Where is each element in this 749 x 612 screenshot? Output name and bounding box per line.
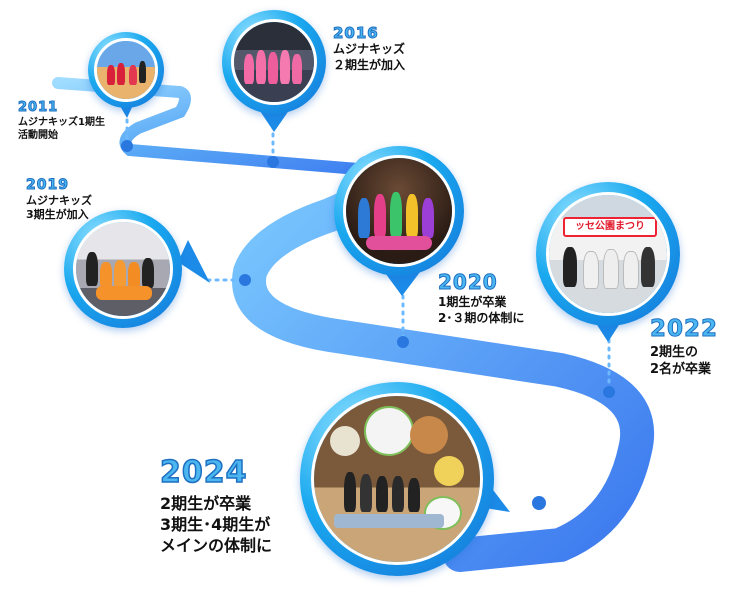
caption-2020: 1期生が卒業 2･３期の体制に [438, 295, 524, 326]
photo-pin-2024 [300, 382, 494, 576]
photo-pin-2016 [222, 10, 326, 114]
caption-2019: ムジナキッズ 3期生が加入 [26, 194, 92, 223]
year-2024: 2024 [159, 455, 248, 490]
road-dots [121, 140, 615, 510]
caption-2016-line2: ２期生が加入 [333, 57, 406, 72]
photo-2022: ッセ公園まつり [546, 192, 670, 316]
road-main [232, 155, 655, 572]
photo-2011 [94, 38, 158, 102]
caption-2011: ムジナキッズ1期生 活動開始 [18, 116, 105, 142]
caption-2016: ムジナキッズ ２期生が加入 [333, 42, 405, 73]
year-2020: 2020 [438, 270, 498, 294]
photo-2016 [231, 19, 317, 105]
caption-2022-line1: 2期生の [650, 345, 699, 360]
caption-2024-line2: 3期生･4期生が [160, 514, 271, 534]
caption-2011-line2: 活動開始 [18, 130, 58, 141]
caption-2020-line1: 1期生が卒業 [438, 295, 507, 309]
year-2011: 2011 [17, 100, 59, 115]
photo-pin-2020 [334, 146, 464, 276]
photo-pin-2022: ッセ公園まつり [536, 182, 680, 326]
caption-2022: 2期生の 2名が卒業 [650, 345, 711, 379]
caption-2024-line1: 2期生が卒業 [160, 494, 252, 513]
caption-2020-line2: 2･３期の体制に [438, 310, 525, 325]
festival-banner: ッセ公園まつり [563, 217, 657, 237]
caption-2022-line2: 2名が卒業 [650, 361, 712, 377]
photo-2024 [311, 393, 483, 565]
caption-2016-line1: ムジナキッズ [333, 42, 406, 56]
photo-2020 [343, 155, 455, 267]
year-2022: 2022 [649, 316, 719, 342]
year-2019: 2019 [26, 177, 69, 193]
photo-2019 [73, 219, 173, 319]
caption-2019-line2: 3期生が加入 [26, 208, 89, 222]
year-2016: 2016 [333, 24, 379, 42]
caption-2019-line1: ムジナキッズ [26, 194, 92, 207]
caption-2024: 2期生が卒業 3期生･4期生が メインの体制に [160, 494, 272, 556]
photo-pin-2019 [64, 210, 182, 328]
photo-pin-2011 [88, 32, 164, 108]
caption-2024-line3: メインの体制に [160, 535, 273, 555]
caption-2011-line1: ムジナキッズ1期生 [18, 117, 105, 128]
